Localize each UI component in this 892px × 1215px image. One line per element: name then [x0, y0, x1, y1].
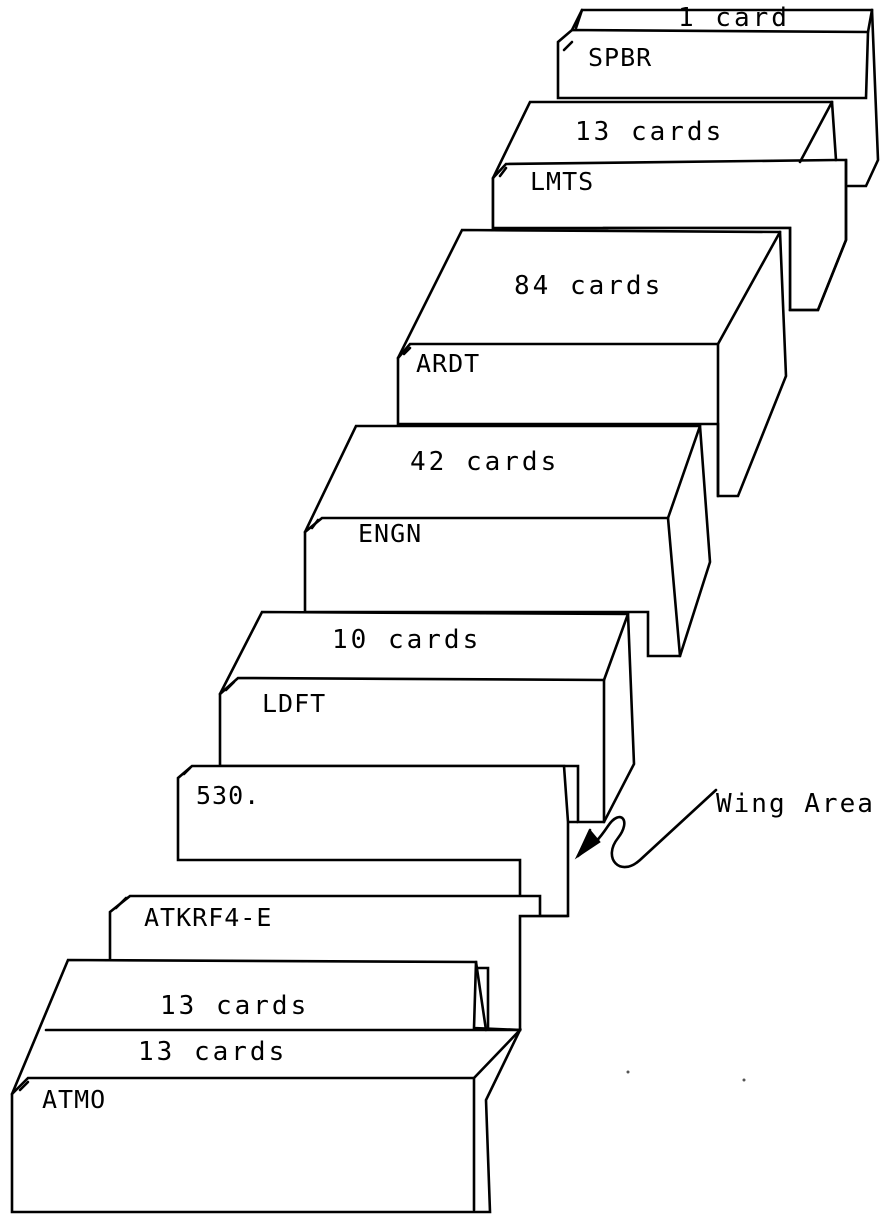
deck-ldft: 10 cards LDFT: [218, 610, 636, 824]
deck-engn-label: ENGN: [358, 519, 422, 548]
card-wing-area-value: 530.: [196, 781, 260, 810]
card-title-label: ATKRF4-E: [144, 903, 272, 932]
deck-lmts-count: 13 cards: [575, 117, 724, 147]
deck-ldft-count: 10 cards: [332, 625, 481, 655]
deck-ardt: 84 cards ARDT: [396, 228, 788, 498]
deck-spbr-label: SPBR: [588, 43, 652, 72]
deck-engn: 42 cards ENGN: [303, 424, 712, 658]
deck-atmo-count-2: 13 cards: [138, 1037, 287, 1067]
deck-lmts-label: LMTS: [530, 167, 594, 196]
scan-speck: [626, 1070, 630, 1074]
deck-ardt-count: 84 cards: [514, 271, 663, 301]
deck-ldft-label: LDFT: [262, 689, 326, 718]
scan-speck: [742, 1078, 746, 1082]
wing-area-label: Wing Area: [716, 789, 875, 819]
deck-ardt-label: ARDT: [416, 349, 480, 378]
deck-spbr-count: 1 card: [678, 3, 790, 33]
deck-atmo-count: 13 cards: [160, 991, 309, 1021]
deck-engn-count: 42 cards: [410, 447, 559, 477]
deck-atmo-label: ATMO: [42, 1085, 106, 1114]
deck-atmo: 13 cards 13 cards ATMO: [10, 958, 523, 1214]
card-wing-area: 530.: [176, 764, 578, 918]
wing-area-annotation: Wing Area: [574, 788, 875, 869]
deck-spbr: 1 card SPBR: [556, 3, 880, 188]
